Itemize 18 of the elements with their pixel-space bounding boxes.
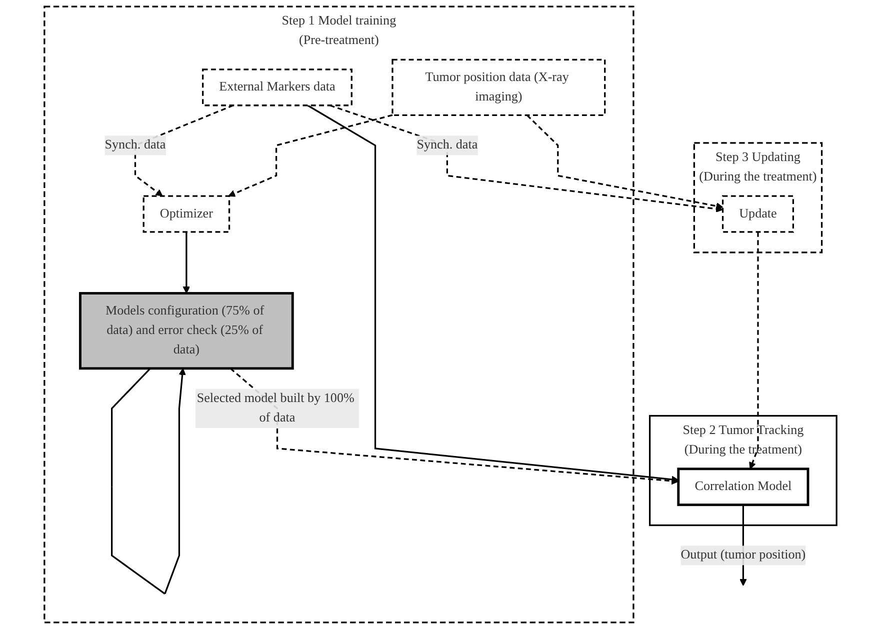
arrow	[330, 104, 724, 212]
node-box: Correlation Model	[677, 468, 810, 506]
arrow	[230, 368, 679, 485]
arrow	[111, 368, 186, 594]
node-box: Optimizer	[142, 195, 230, 233]
arrow	[182, 232, 190, 294]
node-box: Tumor position data (X-ray imaging)	[392, 58, 606, 116]
edge-label: Synch. data	[416, 138, 478, 152]
edge-label: Output (tumor position)	[680, 548, 806, 562]
edge-label: Synch. data	[104, 138, 166, 152]
node-box: Update	[722, 195, 794, 233]
node-box: External Markers data	[202, 68, 352, 106]
edge-label: Selected model built by 100% of data	[196, 391, 354, 425]
arrow	[307, 104, 679, 483]
node-box: Models configuration (75% of data) and error check (25% of data)	[79, 292, 294, 370]
arrow	[526, 114, 724, 210]
arrow	[749, 232, 759, 470]
arrow	[228, 114, 393, 197]
